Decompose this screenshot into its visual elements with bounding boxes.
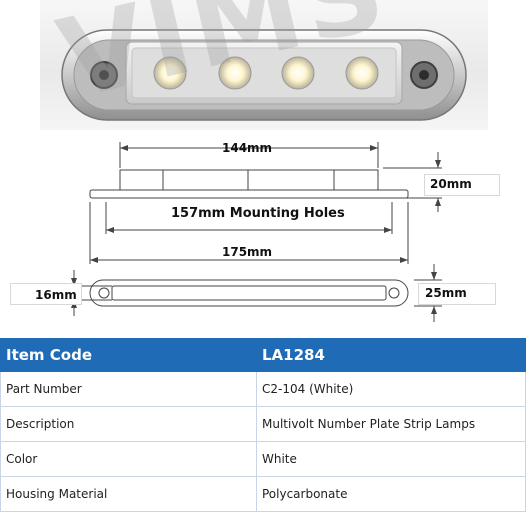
housing-material-value: Polycarbonate <box>256 476 526 512</box>
table-header-row: Item Code LA1284 <box>0 338 526 372</box>
item-code-value: LA1284 <box>256 338 526 372</box>
item-code-label: Item Code <box>0 338 257 372</box>
spec-table: Item Code LA1284 Part Number C2-104 (Whi… <box>0 338 526 512</box>
height-dimension: 20mm <box>430 177 472 191</box>
base-width-dimension: 25mm <box>425 286 467 300</box>
part-number-value: C2-104 (White) <box>256 371 526 407</box>
base-height-dimension: 16mm <box>35 288 77 302</box>
dimension-lines <box>68 142 442 322</box>
table-row: Description Multivolt Number Plate Strip… <box>0 406 526 442</box>
color-label: Color <box>0 441 257 477</box>
description-value: Multivolt Number Plate Strip Lamps <box>256 406 526 442</box>
strip-lamp-illustration <box>61 29 467 121</box>
base-width-label-box <box>418 283 496 305</box>
description-label: Description <box>0 406 257 442</box>
color-value: White <box>256 441 526 477</box>
product-photo: VIMS <box>40 0 488 130</box>
table-row: Color White <box>0 441 526 477</box>
overall-length-dimension: 175mm <box>222 245 273 259</box>
dimension-drawing: 144mm 20mm 157mm Mounting Holes 175mm 16… <box>10 140 500 332</box>
mounting-holes-dimension: 157mm Mounting Holes <box>171 206 345 221</box>
table-row: Housing Material Polycarbonate <box>0 476 526 512</box>
table-row: Part Number C2-104 (White) <box>0 371 526 407</box>
base-height-label-box <box>10 283 82 305</box>
height-label-box <box>424 174 500 196</box>
top-length-dimension: 144mm <box>222 141 273 155</box>
part-number-label: Part Number <box>0 371 257 407</box>
housing-material-label: Housing Material <box>0 476 257 512</box>
